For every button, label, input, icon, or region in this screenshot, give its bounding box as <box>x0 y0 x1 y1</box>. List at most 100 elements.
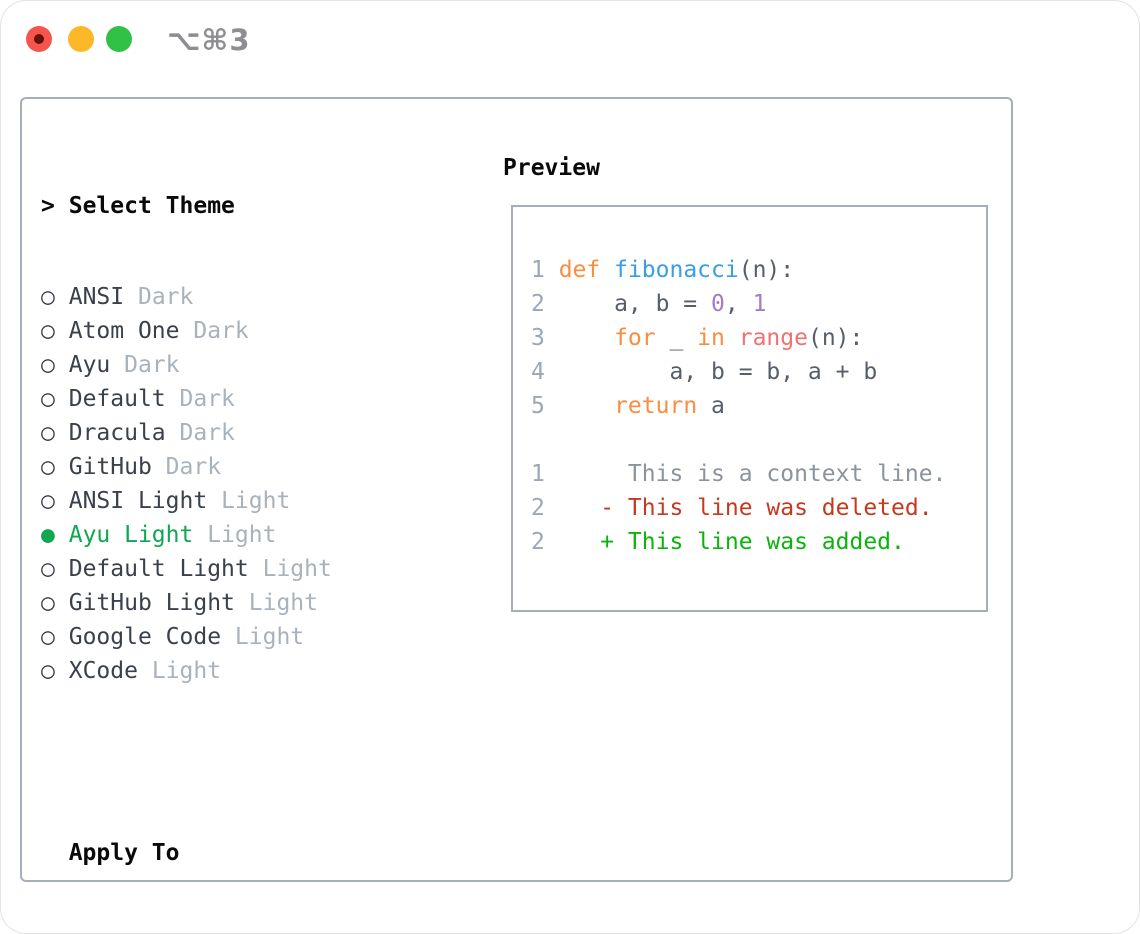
code-line: 5 return a <box>531 389 986 423</box>
code-token <box>725 325 739 351</box>
code-token: This is a context line. <box>558 461 947 487</box>
theme-option-default-light-light[interactable]: ○ Default Light Light <box>41 552 429 586</box>
radio-unselected-icon: ○ <box>41 352 55 378</box>
select-theme-header-label: Select Theme <box>68 193 235 219</box>
radio-unselected-icon: ○ <box>41 624 55 650</box>
code-token: _ <box>655 325 698 351</box>
theme-variant: Dark <box>193 318 249 344</box>
code-line: 3 for _ in range(n): <box>531 321 986 355</box>
select-theme-header: > Select Theme <box>41 189 429 223</box>
code-line: 1 This is a context line. <box>531 457 986 491</box>
radio-selected-icon: ● <box>41 931 55 933</box>
theme-variant: Dark <box>165 454 222 480</box>
theme-variant: Light <box>234 624 305 650</box>
preview-header: Preview <box>503 155 600 181</box>
theme-name: Default Light <box>68 556 249 582</box>
code-token: a <box>697 393 725 419</box>
code-token: , <box>724 291 753 317</box>
line-number: 2 <box>531 529 545 555</box>
zoom-button[interactable] <box>106 26 132 52</box>
apply-to-header: Apply To <box>68 840 180 866</box>
theme-name: ANSI Light <box>68 488 208 514</box>
line-number: 1 <box>531 257 545 283</box>
code-token <box>559 393 614 419</box>
theme-name: Default <box>68 386 166 412</box>
radio-unselected-icon: ○ <box>41 658 55 684</box>
close-dot-icon <box>34 34 44 44</box>
theme-variant: Light <box>207 522 277 548</box>
line-number: 2 <box>531 495 545 521</box>
apply-option-label: User Settings <box>69 931 249 933</box>
radio-unselected-icon: ○ <box>41 590 55 616</box>
code-line <box>531 423 986 457</box>
code-token: a, b = b, a + b <box>558 359 878 385</box>
code-token: (n): <box>738 257 795 283</box>
theme-variant: Light <box>262 556 332 582</box>
theme-variant: Light <box>151 658 222 684</box>
theme-dialog-panel: > Select Theme ○ ANSI Dark○ Atom One Dar… <box>20 97 1013 933</box>
close-button[interactable] <box>26 26 52 52</box>
theme-option-default-dark[interactable]: ○ Default Dark <box>41 382 429 416</box>
theme-name: Dracula <box>68 420 166 446</box>
code-token: for <box>614 325 656 351</box>
titlebar: ⌥⌘3 <box>1 1 1139 77</box>
theme-name: Ayu Light <box>68 522 194 548</box>
radio-selected-icon: ● <box>41 522 55 548</box>
line-number: 2 <box>531 291 545 317</box>
theme-column: > Select Theme ○ ANSI Dark○ Atom One Dar… <box>41 151 429 933</box>
theme-variant: Dark <box>179 420 235 446</box>
theme-option-ayu-dark[interactable]: ○ Ayu Dark <box>41 348 429 382</box>
radio-unselected-icon: ○ <box>41 284 55 310</box>
theme-variant: Light <box>248 590 318 616</box>
theme-option-google-code-light[interactable]: ○ Google Code Light <box>41 620 429 654</box>
code-token: (n): <box>807 325 864 351</box>
code-line: 4 a, b = b, a + b <box>531 355 986 389</box>
theme-option-dracula-dark[interactable]: ○ Dracula Dark <box>41 416 429 450</box>
code-token <box>559 325 614 351</box>
theme-option-ayu-light-light[interactable]: ● Ayu Light Light <box>41 518 429 552</box>
apply-to-list: ● User Settings○ Workspace Settings <box>41 927 429 933</box>
theme-name: Google Code <box>68 624 222 650</box>
line-number: 1 <box>531 461 545 487</box>
theme-option-ansi-light-light[interactable]: ○ ANSI Light Light <box>41 484 429 518</box>
minimize-button[interactable] <box>68 26 94 52</box>
line-number: 4 <box>531 359 545 385</box>
theme-name: GitHub <box>68 454 152 480</box>
code-token: a, b = <box>558 291 712 317</box>
code-token: def <box>558 257 601 283</box>
radio-unselected-icon: ○ <box>41 420 55 446</box>
line-number: 3 <box>531 325 545 351</box>
code-line: 2 + This line was added. <box>531 525 986 559</box>
code-token: + This line was added. <box>558 529 905 555</box>
theme-option-github-light-light[interactable]: ○ GitHub Light Light <box>41 586 429 620</box>
theme-variant: Light <box>221 488 291 514</box>
code-line: 2 a, b = 0, 1 <box>531 287 986 321</box>
theme-option-github-dark[interactable]: ○ GitHub Dark <box>41 450 429 484</box>
code-token <box>600 257 614 283</box>
code-token: 1 <box>752 291 767 317</box>
radio-unselected-icon: ○ <box>41 386 55 412</box>
apply-option-user-settings[interactable]: ● User Settings <box>41 927 429 933</box>
code-line: 1 def fibonacci(n): <box>531 253 986 287</box>
radio-unselected-icon: ○ <box>41 488 55 514</box>
theme-option-atom-one-dark[interactable]: ○ Atom One Dark <box>41 314 429 348</box>
code-line: 2 - This line was deleted. <box>531 491 986 525</box>
radio-unselected-icon: ○ <box>41 454 55 480</box>
theme-option-ansi-dark[interactable]: ○ ANSI Dark <box>41 280 429 314</box>
theme-name: Atom One <box>68 318 180 344</box>
code-token: range <box>738 325 808 351</box>
radio-unselected-icon: ○ <box>41 318 55 344</box>
window-shortcut-label: ⌥⌘3 <box>167 23 251 57</box>
spacer <box>41 745 429 779</box>
code-token: return <box>614 393 698 419</box>
code-token: fibonacci <box>614 257 739 283</box>
theme-name: XCode <box>68 658 138 684</box>
theme-option-xcode-light[interactable]: ○ XCode Light <box>41 654 429 688</box>
code-token: 0 <box>711 291 725 317</box>
focus-arrow-icon: > <box>41 193 55 219</box>
theme-name: ANSI <box>68 284 125 310</box>
radio-unselected-icon: ○ <box>41 556 55 582</box>
